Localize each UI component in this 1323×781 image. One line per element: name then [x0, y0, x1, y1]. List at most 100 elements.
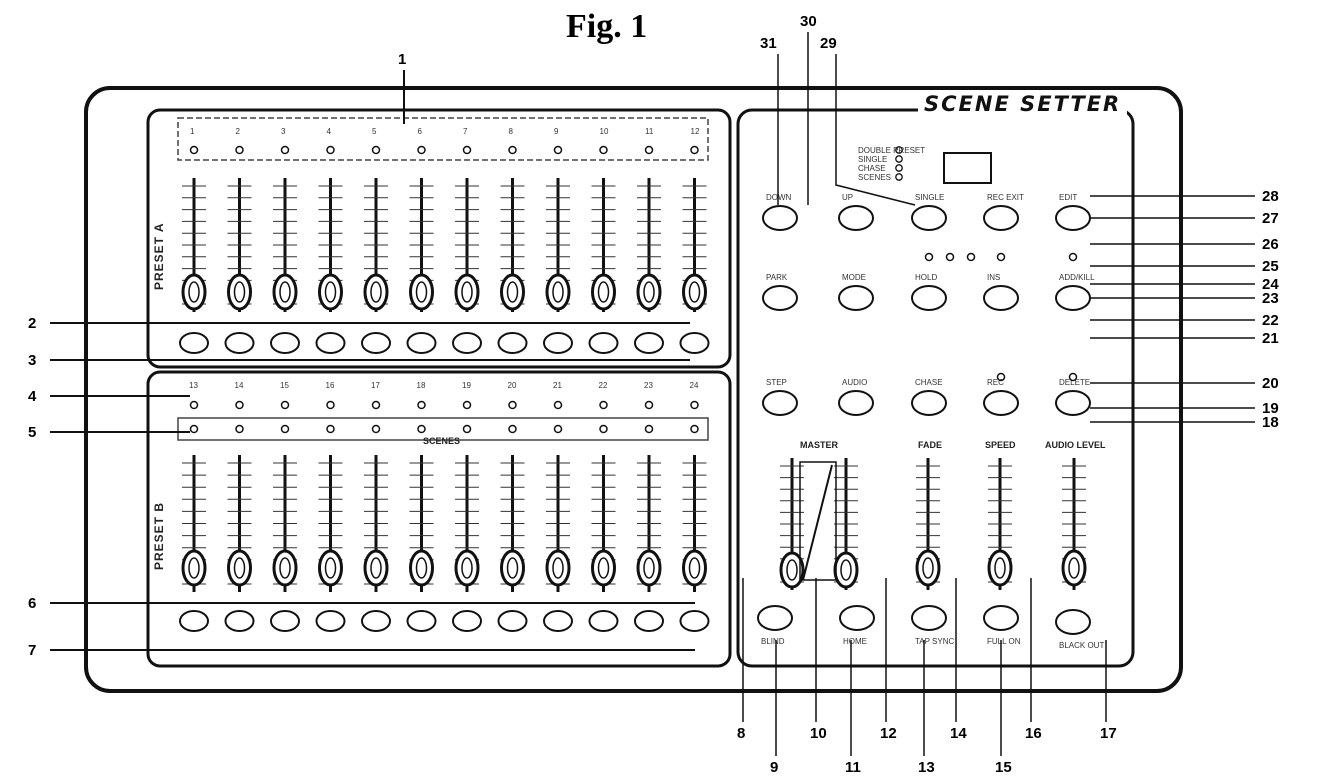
function-button-2[interactable]	[839, 605, 875, 631]
function-button-4[interactable]	[983, 605, 1019, 631]
control-button-row3-1[interactable]	[762, 390, 798, 416]
flash-button-b-10[interactable]	[588, 610, 619, 632]
control-button-row1-3[interactable]	[911, 205, 947, 231]
fader-a-4-knob[interactable]	[318, 273, 343, 311]
fader-a-11-knob[interactable]	[636, 273, 662, 311]
preset-b-panel	[146, 370, 732, 668]
fader-a-3-knob[interactable]	[272, 273, 298, 311]
fader-b-1-knob[interactable]	[181, 549, 207, 587]
fader-a-8-knob-inner	[506, 281, 519, 303]
control-button-row1-1[interactable]	[762, 205, 798, 231]
flash-button-b-8[interactable]	[497, 610, 528, 632]
master-fader-a-knob[interactable]	[779, 551, 805, 589]
control-button-row3-4[interactable]	[983, 390, 1019, 416]
flash-button-b-4[interactable]	[315, 610, 346, 632]
control-button-row1-5[interactable]	[1055, 205, 1091, 231]
flash-button-a-9[interactable]	[543, 332, 573, 354]
fader-b-6-knob[interactable]	[409, 549, 434, 587]
flash-button-a-8[interactable]	[497, 332, 528, 354]
channel-number-b: 18	[417, 381, 426, 390]
control-button-label: SINGLE	[915, 193, 944, 202]
fade-label: FADE	[918, 440, 942, 450]
fader-a-2-knob[interactable]	[227, 273, 252, 311]
flash-button-b-7[interactable]	[452, 610, 482, 632]
fader-b-10-knob[interactable]	[591, 549, 616, 587]
fader-b-4-knob[interactable]	[318, 549, 343, 587]
fader-b-3-knob-inner	[279, 557, 291, 579]
fader-a-3-knob-inner	[279, 281, 291, 303]
control-button-row2-1[interactable]	[762, 285, 798, 311]
flash-button-b-3[interactable]	[270, 610, 300, 632]
callout-bottom-17: 17	[1100, 725, 1117, 742]
fader-a-12-knob[interactable]	[682, 273, 707, 311]
fader-a-10-knob[interactable]	[591, 273, 616, 311]
control-button-label: REC	[987, 378, 1004, 387]
control-button-label: EDIT	[1059, 193, 1077, 202]
fader-a-1-knob[interactable]	[181, 273, 207, 311]
flash-button-a-1[interactable]	[179, 332, 209, 354]
channel-number-a: 9	[554, 127, 559, 136]
fader-a-6-knob[interactable]	[409, 273, 434, 311]
fader-b-9-knob[interactable]	[545, 549, 571, 587]
flash-button-a-5[interactable]	[361, 332, 391, 354]
fader-b-12-knob[interactable]	[682, 549, 707, 587]
fader-b-7-knob[interactable]	[454, 549, 480, 587]
flash-button-b-11[interactable]	[634, 610, 664, 632]
fader-b-5-knob[interactable]	[363, 549, 389, 587]
mode-led-label: DOUBLE PRESET	[858, 146, 925, 155]
function-button-3[interactable]	[911, 605, 947, 631]
audio-level-fader-knob[interactable]	[1061, 549, 1087, 587]
flash-button-a-12[interactable]	[679, 332, 710, 354]
fader-a-8-knob[interactable]	[500, 273, 525, 311]
control-button-row1-2[interactable]	[838, 205, 874, 231]
fader-b-8-knob[interactable]	[500, 549, 525, 587]
flash-button-b-9[interactable]	[543, 610, 573, 632]
flash-button-b-1[interactable]	[179, 610, 209, 632]
fader-a-5-knob[interactable]	[363, 273, 389, 311]
flash-button-a-2[interactable]	[224, 332, 255, 354]
flash-button-b-12[interactable]	[679, 610, 710, 632]
fader-b-2-knob[interactable]	[227, 549, 252, 587]
scene-led-top	[599, 400, 608, 410]
flash-button-b-5[interactable]	[361, 610, 391, 632]
control-button-row2-4[interactable]	[983, 285, 1019, 311]
flash-button-a-6[interactable]	[406, 332, 437, 354]
flash-button-b-2[interactable]	[224, 610, 255, 632]
control-button-row1-4[interactable]	[983, 205, 1019, 231]
control-button-row3-5[interactable]	[1055, 390, 1091, 416]
channel-number-b: 22	[599, 381, 608, 390]
control-button-label: STEP	[766, 378, 787, 387]
flash-button-a-4[interactable]	[315, 332, 346, 354]
channel-led-a	[599, 145, 608, 155]
control-button-row2-5[interactable]	[1055, 285, 1091, 311]
speed-fader-knob[interactable]	[987, 549, 1013, 587]
fader-a-7-knob[interactable]	[454, 273, 480, 311]
flash-button-a-10[interactable]	[588, 332, 619, 354]
fader-b-2-knob-inner	[233, 557, 246, 579]
channel-number-b: 17	[371, 381, 380, 390]
control-button-row3-3[interactable]	[911, 390, 947, 416]
channel-number-b: 15	[280, 381, 289, 390]
fade-fader-knob[interactable]	[915, 549, 941, 587]
scene-led-bottom	[690, 424, 699, 434]
control-button-row3-2[interactable]	[838, 390, 874, 416]
control-button-row2-3[interactable]	[911, 285, 947, 311]
function-button-1[interactable]	[757, 605, 793, 631]
master-link-box	[799, 461, 837, 581]
callout-top-31: 31	[760, 35, 777, 52]
flash-button-b-6[interactable]	[406, 610, 437, 632]
flash-button-a-3[interactable]	[270, 332, 300, 354]
callout-bottom-11: 11	[845, 759, 861, 776]
fader-a-9-knob[interactable]	[545, 273, 571, 311]
fader-b-3-knob[interactable]	[272, 549, 298, 587]
console-outline	[84, 86, 1183, 693]
fader-b-11-knob[interactable]	[636, 549, 662, 587]
function-button-5[interactable]	[1055, 609, 1091, 635]
flash-button-a-11[interactable]	[634, 332, 664, 354]
master-fader-b-knob[interactable]	[833, 551, 859, 589]
callout-left-6: 6	[28, 595, 36, 612]
flash-button-a-7[interactable]	[452, 332, 482, 354]
channel-number-a: 8	[509, 127, 514, 136]
control-button-row2-2[interactable]	[838, 285, 874, 311]
